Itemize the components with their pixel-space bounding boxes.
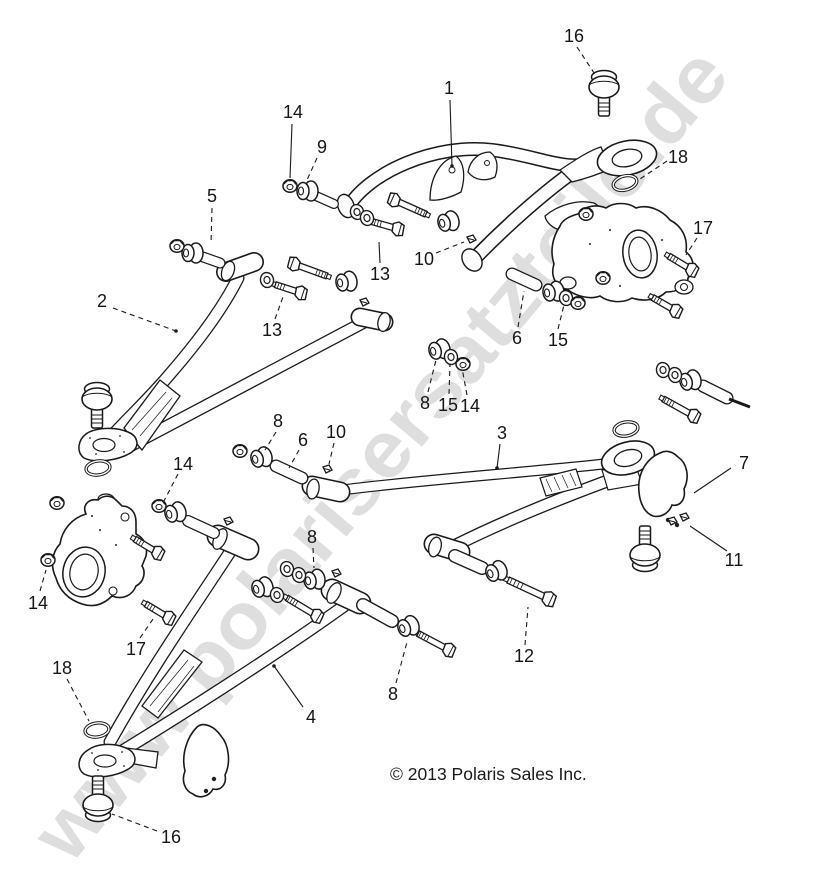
steering-knuckle-left bbox=[51, 493, 148, 607]
callout-leader-18 bbox=[66, 678, 90, 722]
control-arm-upper-left bbox=[78, 252, 394, 462]
callout-label-9: 9 bbox=[317, 137, 327, 157]
callout-leader-4 bbox=[273, 665, 304, 708]
callout-label-5: 5 bbox=[207, 186, 217, 206]
callout-leader-11 bbox=[689, 525, 728, 552]
callout-leader-15 bbox=[557, 304, 565, 330]
callout-leader-18 bbox=[636, 160, 668, 182]
callout-leader-6 bbox=[288, 449, 300, 469]
callout-leader-6 bbox=[517, 290, 525, 328]
callout-label-15: 15 bbox=[438, 395, 458, 415]
spacer-sleeves bbox=[182, 191, 751, 628]
control-arm-lower-left bbox=[78, 524, 372, 778]
callout-label-14: 14 bbox=[28, 593, 48, 613]
callout-label-14: 14 bbox=[460, 396, 480, 416]
callout-leader-14 bbox=[461, 367, 468, 396]
guard-plate-bottom bbox=[182, 723, 230, 798]
callout-leader-5 bbox=[210, 207, 213, 245]
callout-label-10: 10 bbox=[414, 249, 434, 269]
callout-label-13: 13 bbox=[262, 320, 282, 340]
callout-label-8: 8 bbox=[388, 684, 398, 704]
callout-leader-2 bbox=[112, 307, 177, 332]
callout-label-8: 8 bbox=[307, 527, 317, 547]
callout-label-15: 15 bbox=[548, 330, 568, 350]
guard-plate-right bbox=[637, 450, 688, 528]
callout-label-10: 10 bbox=[326, 422, 346, 442]
callout-label-13: 13 bbox=[370, 264, 390, 284]
callout-label-16: 16 bbox=[564, 26, 584, 46]
callout-label-16: 16 bbox=[161, 827, 181, 847]
callout-leader-13 bbox=[378, 241, 381, 264]
callout-label-1: 1 bbox=[444, 78, 454, 98]
callout-label-18: 18 bbox=[668, 147, 688, 167]
callout-dot-4 bbox=[272, 664, 276, 668]
callout-leader-8 bbox=[264, 431, 277, 451]
callout-label-7: 7 bbox=[739, 453, 749, 473]
callout-leader-1 bbox=[449, 99, 453, 167]
callout-label-4: 4 bbox=[306, 707, 316, 727]
callout-dot-2 bbox=[174, 329, 178, 333]
callout-label-8: 8 bbox=[420, 393, 430, 413]
copyright-text: © 2013 Polaris Sales Inc. bbox=[390, 764, 587, 784]
callout-label-17: 17 bbox=[693, 218, 713, 238]
callout-label-8: 8 bbox=[273, 411, 283, 431]
callout-leader-8 bbox=[395, 641, 408, 684]
callout-leader-17 bbox=[139, 618, 154, 639]
callout-label-14: 14 bbox=[173, 454, 193, 474]
control-arm-upper-right bbox=[336, 139, 658, 272]
callout-leader-8 bbox=[427, 359, 437, 393]
callout-label-18: 18 bbox=[52, 658, 72, 678]
callout-dot-3 bbox=[495, 466, 499, 470]
callout-leader-10 bbox=[328, 442, 335, 465]
callout-dot-1 bbox=[450, 164, 454, 168]
callout-label-11: 11 bbox=[725, 550, 744, 570]
callout-leader-8 bbox=[312, 547, 315, 569]
callout-label-17: 17 bbox=[126, 639, 146, 659]
callout-leader-9 bbox=[306, 157, 318, 181]
callout-label-3: 3 bbox=[497, 423, 507, 443]
callout-leader-3 bbox=[496, 443, 501, 469]
callout-leader-12 bbox=[524, 606, 529, 646]
steering-knuckle-right bbox=[544, 201, 694, 303]
callout-label-2: 2 bbox=[97, 291, 107, 311]
callouts-layer: 1234566788889101011121313141414141515161… bbox=[28, 26, 749, 847]
callout-leader-16 bbox=[111, 813, 158, 832]
callout-leader-14 bbox=[289, 123, 293, 179]
callout-label-6: 6 bbox=[298, 430, 308, 450]
callout-label-12: 12 bbox=[514, 646, 534, 666]
callout-label-14: 14 bbox=[283, 102, 303, 122]
callout-leader-13 bbox=[274, 296, 284, 320]
callout-leader-7 bbox=[693, 467, 732, 494]
callout-leader-16 bbox=[576, 46, 597, 77]
callout-leader-17 bbox=[685, 237, 698, 256]
callout-leader-14 bbox=[39, 569, 47, 592]
callout-label-6: 6 bbox=[512, 328, 522, 348]
